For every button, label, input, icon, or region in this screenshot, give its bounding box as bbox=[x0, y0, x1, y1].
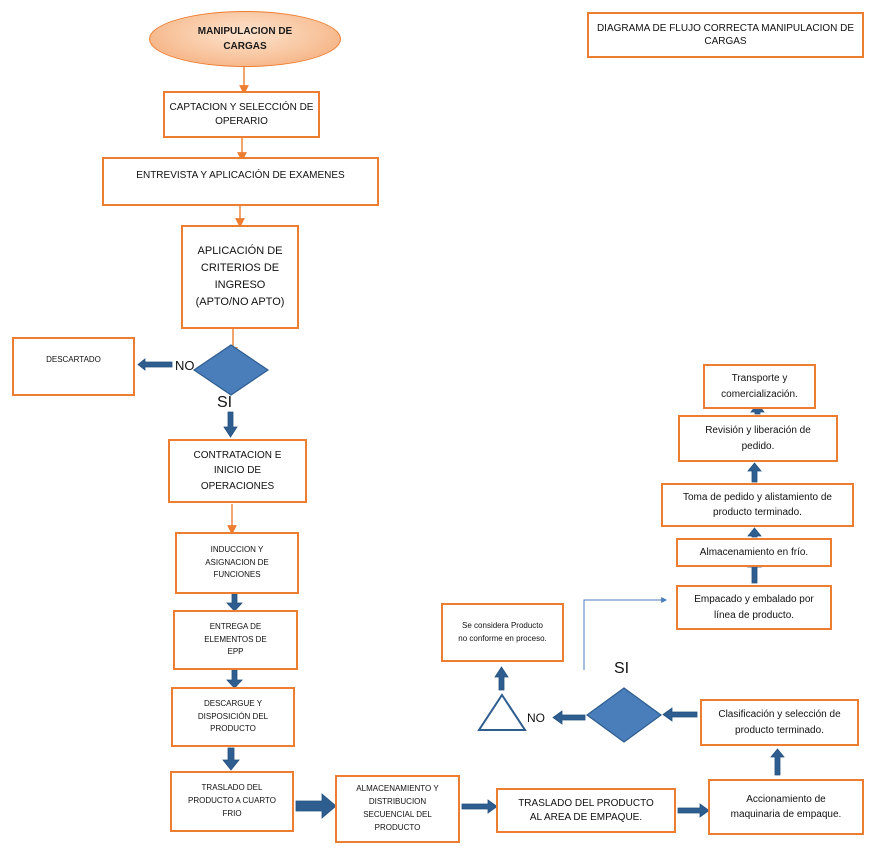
block-arrow-entrega-to-descargue bbox=[226, 669, 243, 689]
step-descartado: DESCARTADO bbox=[12, 337, 135, 396]
block-arrow-traslado-frio-to-almacenamiento bbox=[295, 793, 337, 819]
block-arrow-traslado-empaque-to-accionamiento bbox=[677, 803, 710, 818]
step-revision: Revisión y liberación de pedido. bbox=[678, 415, 838, 462]
step-captacion: CAPTACION Y SELECCIÓN DE OPERARIO bbox=[163, 91, 320, 138]
step-traslado-frio: TRASLADO DEL PRODUCTO A CUARTO FRIO bbox=[170, 771, 294, 832]
connector-si-to-empacado bbox=[583, 597, 668, 670]
step-almacenamiento-frio: Almacenamiento en frío. bbox=[676, 538, 832, 567]
block-arrow-induccion-to-entrega bbox=[226, 593, 243, 612]
decision-si-label: SI bbox=[217, 394, 233, 411]
diagram-title: DIAGRAMA DE FLUJO CORRECTA MANIPULACION … bbox=[587, 12, 864, 58]
triangle-no-conforme-symbol bbox=[477, 693, 527, 731]
step-criterios: APLICACIÓN DE CRITERIOS DE INGRESO (APTO… bbox=[181, 225, 299, 329]
step-no-conforme: Se considera Producto no conforme en pro… bbox=[441, 603, 564, 662]
decision-no-label-2: NO bbox=[527, 711, 545, 725]
step-traslado-empaque: TRASLADO DEL PRODUCTO AL AREA DE EMPAQUE… bbox=[496, 788, 676, 833]
start-oval: MANIPULACION DE CARGAS bbox=[149, 11, 341, 67]
block-arrow-descargue-to-traslado-frio bbox=[222, 747, 240, 771]
decision-conforme-diamond bbox=[585, 687, 663, 743]
block-arrow-triangle-to-no-conforme bbox=[494, 666, 509, 691]
block-arrow-clasificacion-to-decision bbox=[662, 707, 698, 722]
block-arrow-accionamiento-to-clasificacion bbox=[770, 748, 785, 776]
step-clasificacion: Clasificación y selección de producto te… bbox=[700, 699, 859, 746]
step-almacenamiento: ALMACENAMIENTO Y DISTRIBUCION SECUENCIAL… bbox=[335, 775, 460, 843]
step-accionamiento: Accionamiento de maquinaria de empaque. bbox=[708, 779, 864, 835]
step-empacado: Empacado y embalado por línea de product… bbox=[676, 585, 832, 630]
block-arrow-toma-pedido-to-revision bbox=[747, 462, 762, 483]
step-entrevista: ENTREVISTA Y APLICACIÓN DE EXAMENES bbox=[102, 157, 379, 206]
step-induccion: INDUCCION Y ASIGNACION DE FUNCIONES bbox=[175, 532, 299, 594]
block-arrow-almacenamiento-to-traslado-empaque bbox=[461, 799, 498, 814]
step-contratacion: CONTRATACION E INICIO DE OPERACIONES bbox=[168, 439, 307, 503]
decision-no-label: NO bbox=[175, 358, 195, 373]
step-toma-pedido: Toma de pedido y alistamiento de product… bbox=[661, 483, 854, 527]
block-arrow-decision-to-no bbox=[552, 710, 586, 725]
step-transporte: Transporte y comercialización. bbox=[703, 364, 816, 409]
block-arrow-no-to-descartado bbox=[137, 358, 173, 371]
step-descargue: DESCARGUE Y DISPOSICIÓN DEL PRODUCTO bbox=[171, 687, 295, 747]
decision-si-label-2: SI bbox=[614, 660, 630, 677]
block-arrow-si-to-contratacion bbox=[223, 411, 238, 438]
step-entrega: ENTREGA DE ELEMENTOS DE EPP bbox=[173, 610, 298, 670]
block-arrow-almacenamiento-frio-to-toma-pedido bbox=[747, 527, 762, 538]
decision-apto-diamond bbox=[192, 344, 270, 396]
